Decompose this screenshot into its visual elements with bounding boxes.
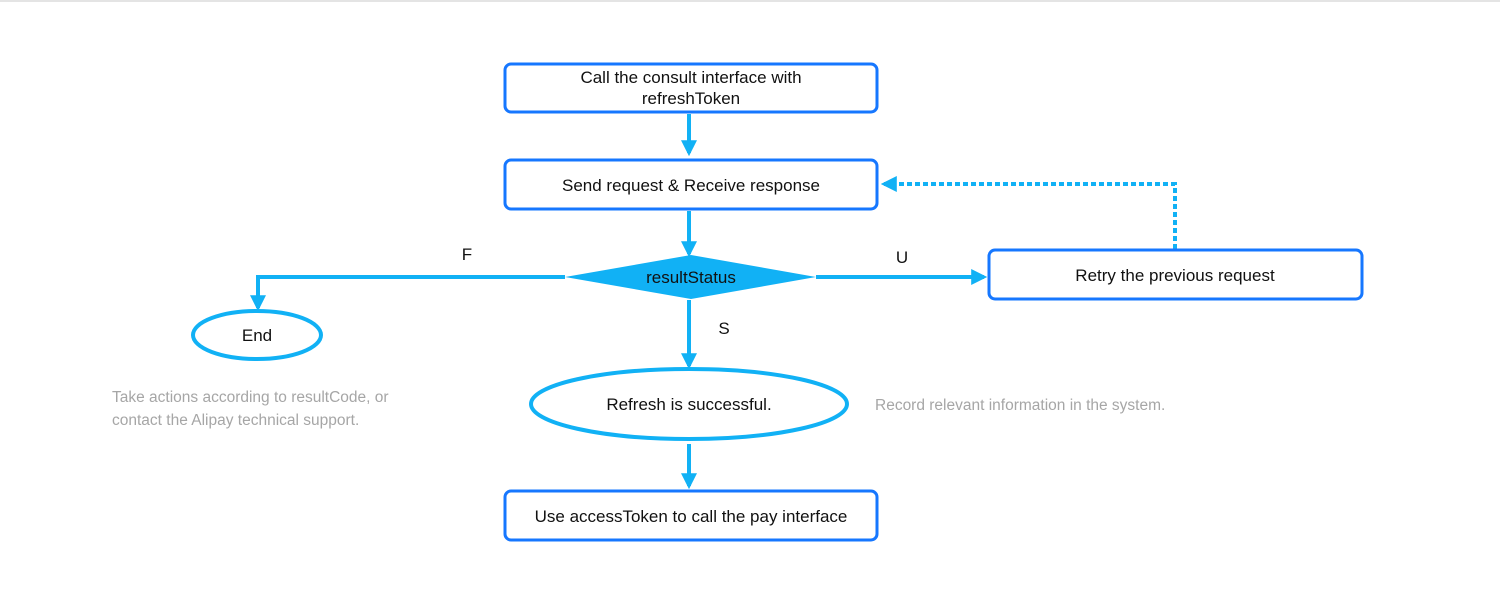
node-decision-label: resultStatus xyxy=(646,268,736,287)
node-retry: Retry the previous request xyxy=(987,248,1364,301)
edge-label-u: U xyxy=(896,248,908,267)
node-decision: resultStatus xyxy=(565,255,816,299)
node-consult: Call the consult interface with refreshT… xyxy=(503,62,879,114)
note-failure-line1: Take actions according to resultCode, or xyxy=(112,389,389,406)
edge-label-f: F xyxy=(462,245,472,264)
edge-label-s: S xyxy=(718,319,729,338)
node-end: End xyxy=(191,309,323,361)
node-consult-line1: Call the consult interface with xyxy=(580,68,801,87)
node-success-label: Refresh is successful. xyxy=(606,395,771,414)
top-divider xyxy=(0,0,1500,2)
node-send-label: Send request & Receive response xyxy=(562,176,820,195)
arrow-decision-to-end xyxy=(250,275,565,312)
note-success: Record relevant information in the syste… xyxy=(875,397,1165,414)
node-end-label: End xyxy=(242,326,272,345)
node-success: Refresh is successful. xyxy=(529,367,849,441)
node-retry-label: Retry the previous request xyxy=(1075,266,1275,285)
node-pay-label: Use accessToken to call the pay interfac… xyxy=(535,507,848,526)
node-pay: Use accessToken to call the pay interfac… xyxy=(503,489,879,542)
note-failure-line2: contact the Alipay technical support. xyxy=(112,412,359,429)
arrow-retry-to-send xyxy=(880,176,1177,249)
node-send: Send request & Receive response xyxy=(503,158,879,211)
node-consult-line2: refreshToken xyxy=(642,89,740,108)
